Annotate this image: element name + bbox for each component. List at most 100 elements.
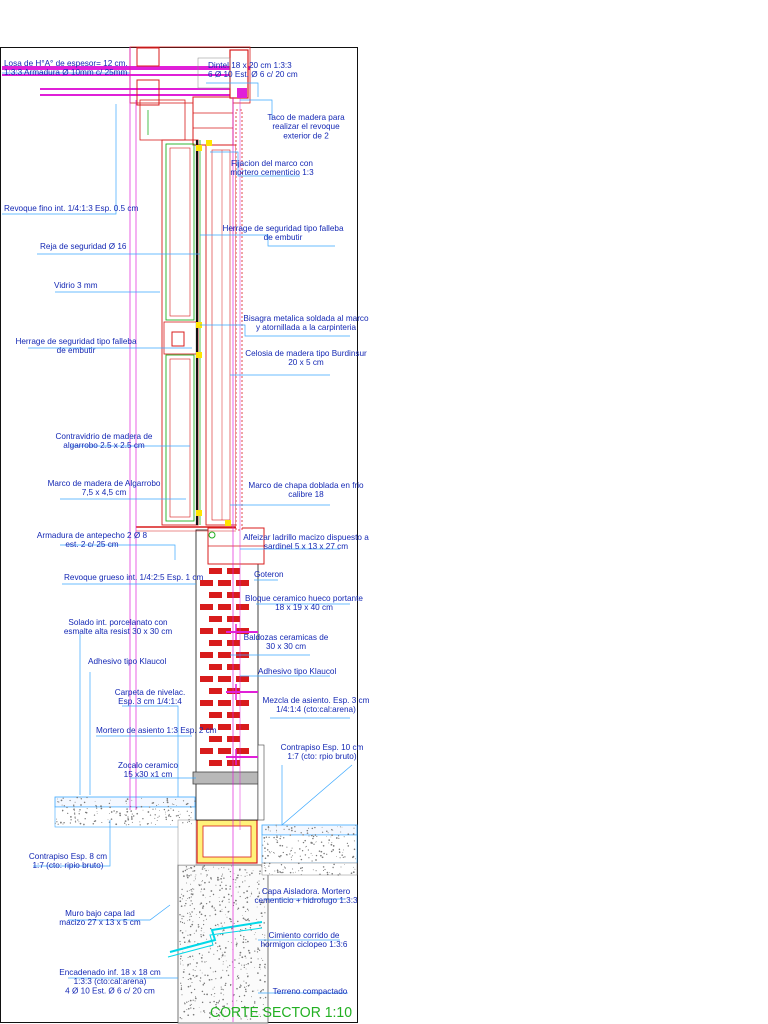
concrete-dot bbox=[225, 884, 227, 887]
concrete-dot bbox=[343, 849, 344, 851]
concrete-dot bbox=[281, 844, 284, 847]
concrete-dot bbox=[101, 821, 103, 824]
concrete-dot bbox=[260, 901, 263, 903]
concrete-dot bbox=[314, 826, 316, 829]
concrete-dot bbox=[86, 808, 88, 810]
concrete-dot bbox=[264, 934, 266, 936]
concrete-dot bbox=[229, 885, 232, 888]
concrete-dot bbox=[126, 803, 127, 805]
concrete-dot bbox=[227, 974, 230, 977]
concrete-dot bbox=[291, 847, 293, 849]
concrete-dot bbox=[263, 893, 265, 894]
concrete-dot bbox=[229, 964, 231, 967]
label-taco-line-2: realizar el revoque bbox=[272, 122, 340, 131]
concrete-dot bbox=[56, 821, 58, 823]
concrete-dot bbox=[277, 871, 279, 873]
concrete-dot bbox=[254, 899, 256, 901]
label-contravidrio-line-2: algarrobo 2.5 x 2.5 cm bbox=[63, 441, 145, 450]
concrete-dot bbox=[227, 893, 230, 896]
concrete-dot bbox=[243, 936, 245, 938]
concrete-dot bbox=[247, 940, 249, 943]
concrete-dot bbox=[301, 867, 303, 869]
concrete-dot bbox=[262, 1004, 264, 1005]
concrete-dot bbox=[203, 865, 205, 867]
concrete-dot bbox=[290, 827, 293, 829]
label-zocalo-line-2: 15 x30 x1 cm bbox=[124, 770, 173, 779]
concrete-dot bbox=[94, 820, 97, 822]
concrete-dot bbox=[168, 813, 170, 816]
concrete-dot bbox=[275, 829, 278, 831]
concrete-dot bbox=[70, 816, 72, 818]
concrete-dot bbox=[188, 820, 190, 823]
concrete-dot bbox=[253, 990, 255, 992]
concrete-dot bbox=[212, 1010, 214, 1012]
concrete-dot bbox=[222, 961, 224, 963]
concrete-dot bbox=[189, 904, 191, 906]
concrete-dot bbox=[218, 925, 220, 927]
concrete-dot bbox=[221, 952, 223, 954]
concrete-dot bbox=[310, 834, 313, 837]
concrete-dot bbox=[247, 1006, 250, 1009]
concrete-dot bbox=[189, 985, 192, 987]
concrete-dot bbox=[77, 819, 79, 821]
concrete-dot bbox=[237, 920, 239, 923]
concrete-dot bbox=[211, 979, 213, 981]
concrete-dot bbox=[74, 818, 76, 819]
concrete-dot bbox=[188, 973, 191, 975]
concrete-dot bbox=[344, 856, 346, 858]
concrete-dot bbox=[275, 839, 277, 840]
concrete-dot bbox=[315, 841, 317, 843]
concrete-dot bbox=[96, 813, 98, 814]
concrete-dot bbox=[210, 877, 212, 879]
concrete-dot bbox=[236, 942, 238, 945]
concrete-dot bbox=[341, 854, 343, 856]
concrete-dot bbox=[247, 1019, 249, 1021]
concrete-dot bbox=[239, 984, 241, 986]
concrete-dot bbox=[217, 946, 219, 948]
concrete-dot bbox=[342, 852, 344, 853]
concrete-dot bbox=[243, 906, 245, 908]
concrete-dot bbox=[188, 819, 190, 821]
concrete-dot bbox=[186, 1009, 188, 1011]
concrete-dot bbox=[194, 800, 196, 802]
brick bbox=[218, 652, 231, 658]
concrete-dot bbox=[322, 845, 325, 847]
brick bbox=[200, 724, 213, 730]
concrete-dot bbox=[63, 805, 65, 807]
concrete-dot bbox=[209, 1016, 211, 1019]
concrete-dot bbox=[225, 982, 227, 985]
label-contrapiso-ext-line-1: Contrapiso Esp. 10 cm bbox=[281, 743, 364, 752]
concrete-dot bbox=[73, 810, 75, 812]
concrete-dot bbox=[200, 936, 202, 938]
concrete-dot bbox=[237, 1009, 239, 1011]
concrete-dot bbox=[261, 855, 264, 857]
concrete-dot bbox=[187, 942, 189, 944]
concrete-dot bbox=[178, 810, 180, 812]
concrete-dot bbox=[221, 911, 223, 912]
concrete-dot bbox=[244, 875, 246, 877]
concrete-dot bbox=[257, 948, 259, 951]
concrete-dot bbox=[263, 922, 265, 924]
concrete-dot bbox=[185, 866, 188, 868]
concrete-dot bbox=[132, 815, 135, 817]
concrete-dot bbox=[245, 990, 247, 993]
concrete-dot bbox=[235, 886, 237, 888]
concrete-dot bbox=[180, 982, 182, 984]
concrete-dot bbox=[198, 926, 200, 927]
label-contravidrio-line-1: Contravidrio de madera de bbox=[56, 432, 153, 441]
concrete-dot bbox=[262, 889, 264, 891]
concrete-dot bbox=[190, 1007, 192, 1009]
concrete-dot bbox=[201, 961, 203, 963]
concrete-dot bbox=[189, 1004, 192, 1007]
concrete-dot bbox=[204, 881, 206, 884]
concrete-dot bbox=[213, 1000, 215, 1003]
concrete-dot bbox=[259, 903, 262, 906]
concrete-dot bbox=[115, 823, 118, 826]
concrete-dot bbox=[194, 941, 196, 943]
label-dintel-line-1: Dintel 18 x 20 cm 1:3:3 bbox=[208, 61, 292, 70]
concrete-dot bbox=[188, 1000, 190, 1002]
concrete-dot bbox=[219, 889, 221, 891]
concrete-dot bbox=[189, 955, 191, 958]
concrete-dot bbox=[167, 805, 169, 808]
concrete-dot bbox=[221, 887, 223, 890]
